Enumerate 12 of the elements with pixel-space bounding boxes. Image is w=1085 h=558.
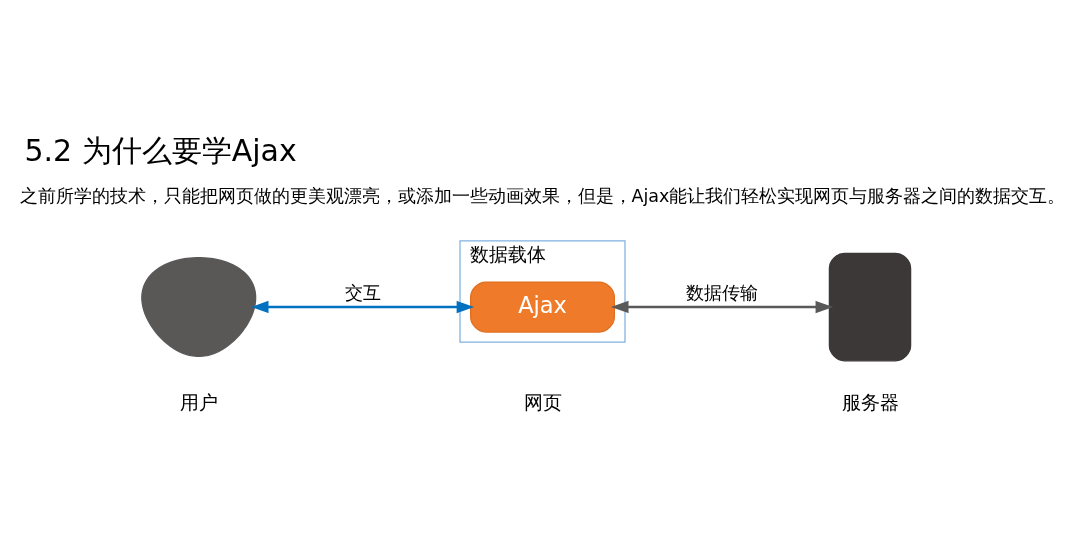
edge-label: 交互 [345, 282, 382, 302]
node-box: Ajax [470, 280, 615, 333]
node-label: 用户 [179, 391, 218, 413]
node-server [828, 252, 912, 361]
arrow [250, 300, 475, 313]
node-label: 服务器 [841, 391, 899, 413]
arrow [611, 300, 834, 313]
label: 之前所学的技术，只能把网页做的更美观漂亮，或添加一些动画效果，但是，Ajax能让我们轻松实现网页与服务器之间的数据交互。 [19, 185, 1066, 206]
edge-label: 数据传输 [685, 282, 758, 302]
node-person [141, 256, 257, 357]
node-label: 网页 [523, 391, 562, 413]
diagram-title: 5.2 为什么要学Ajax [24, 132, 297, 168]
